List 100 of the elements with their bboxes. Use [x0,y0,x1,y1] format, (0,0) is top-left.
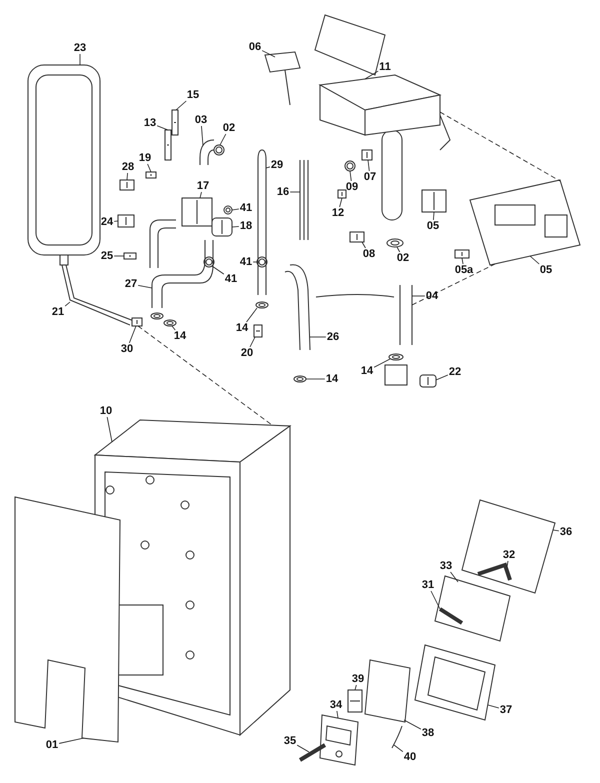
callout-number: 14 [172,330,188,342]
module-drawing [348,690,362,712]
callout-number: 35 [282,735,298,747]
leader-line [58,738,84,744]
callout-number: 08 [362,248,376,260]
leader-line [552,530,560,532]
callout-number: 02 [222,122,236,134]
callout-number: 17 [196,180,210,192]
pipe-elbow-drawing [200,140,214,166]
leader-line [354,684,357,690]
leader-line [250,336,256,348]
boiler-casing-drawing [94,420,292,736]
callout-number: 40 [402,751,418,763]
washer-drawing [256,302,268,308]
callout-number: 36 [558,526,574,538]
leader-line [126,172,128,180]
display-frame-drawing [414,644,496,721]
callout-number: 14 [324,373,340,385]
callout-number: 41 [238,202,254,214]
fitting-drawing [362,150,372,160]
pipe-drawing [400,284,412,346]
callout-number: 07 [362,171,378,183]
callout-number: 34 [328,699,344,711]
o-ring-drawing [344,160,356,172]
callout-number: 22 [448,366,462,378]
callout-number: 26 [326,331,340,343]
leader-line [296,744,310,752]
callout-number: 05 [538,264,554,276]
leader-line [450,572,458,582]
pump-drawing [182,198,212,226]
sensor-drawing [172,110,178,136]
leader-line [176,100,187,110]
callout-number: 01 [44,739,60,751]
callout-number: 27 [124,278,138,290]
washer-drawing [294,376,306,382]
leader-line [430,590,440,610]
leader-line [138,284,152,288]
sensor-drawing [164,130,172,160]
leader-line [266,166,270,168]
callout-number: 16 [276,186,290,198]
leader-line [404,720,422,730]
clip-drawing [124,252,136,260]
leader-line [368,160,370,172]
callout-number: 06 [248,41,262,53]
leader-line [200,192,202,198]
callout-number: 29 [270,159,284,171]
leader-line [374,358,390,368]
callout-number: 04 [424,290,440,302]
circuit-board-drawing [469,179,581,266]
leader-line [506,560,508,568]
washer-drawing [150,312,176,326]
connector-drawing [454,250,470,258]
callout-number: 18 [238,220,254,232]
callout-number: 30 [120,343,134,355]
leader-line [350,170,352,182]
leader-line [114,220,118,222]
callout-number: 24 [100,216,114,228]
leader-line [394,744,404,752]
clip-drawing [146,172,156,178]
leader-line [436,374,448,380]
assembly-guide-line [440,112,560,182]
circuit-board-drawing [434,575,511,642]
cable-drawing [392,726,402,748]
callout-number: 12 [330,207,346,219]
control-box-drawing [318,74,442,136]
leader-line [106,416,112,442]
display-module-drawing [319,714,359,766]
leader-line [310,336,326,338]
callout-number: 10 [98,405,114,417]
callout-number: 33 [438,560,454,572]
assembly-guide-line [138,326,272,426]
leader-line [232,226,240,228]
callout-number: 23 [72,42,88,54]
relay-drawing [422,190,446,212]
clip-drawing [254,324,262,338]
wire-bundle-drawing [300,160,308,240]
o-ring-drawing [386,238,404,248]
o-ring-drawing [224,206,232,214]
callout-number: 38 [420,727,436,739]
pipe-drawing [150,220,214,308]
callout-number: 13 [142,117,158,129]
leader-line [220,134,226,146]
leader-line [156,125,168,130]
callout-number: 05 [426,220,440,232]
leader-line [488,704,500,708]
callout-number: 15 [186,89,200,101]
callout-number: 05a [454,264,474,276]
leader-line [306,378,326,380]
callout-number: 20 [240,347,254,359]
valve-drawing [212,218,232,236]
callout-number: 31 [420,579,436,591]
leader-line [201,126,204,146]
leader-line [339,198,342,208]
assembly-guide-line [412,264,496,306]
leader-line [128,326,136,344]
leader-line [246,308,258,322]
callout-number: 32 [502,549,516,561]
callout-number: 37 [498,704,514,716]
fitting-drawing [132,318,142,326]
leader-line [262,50,276,58]
